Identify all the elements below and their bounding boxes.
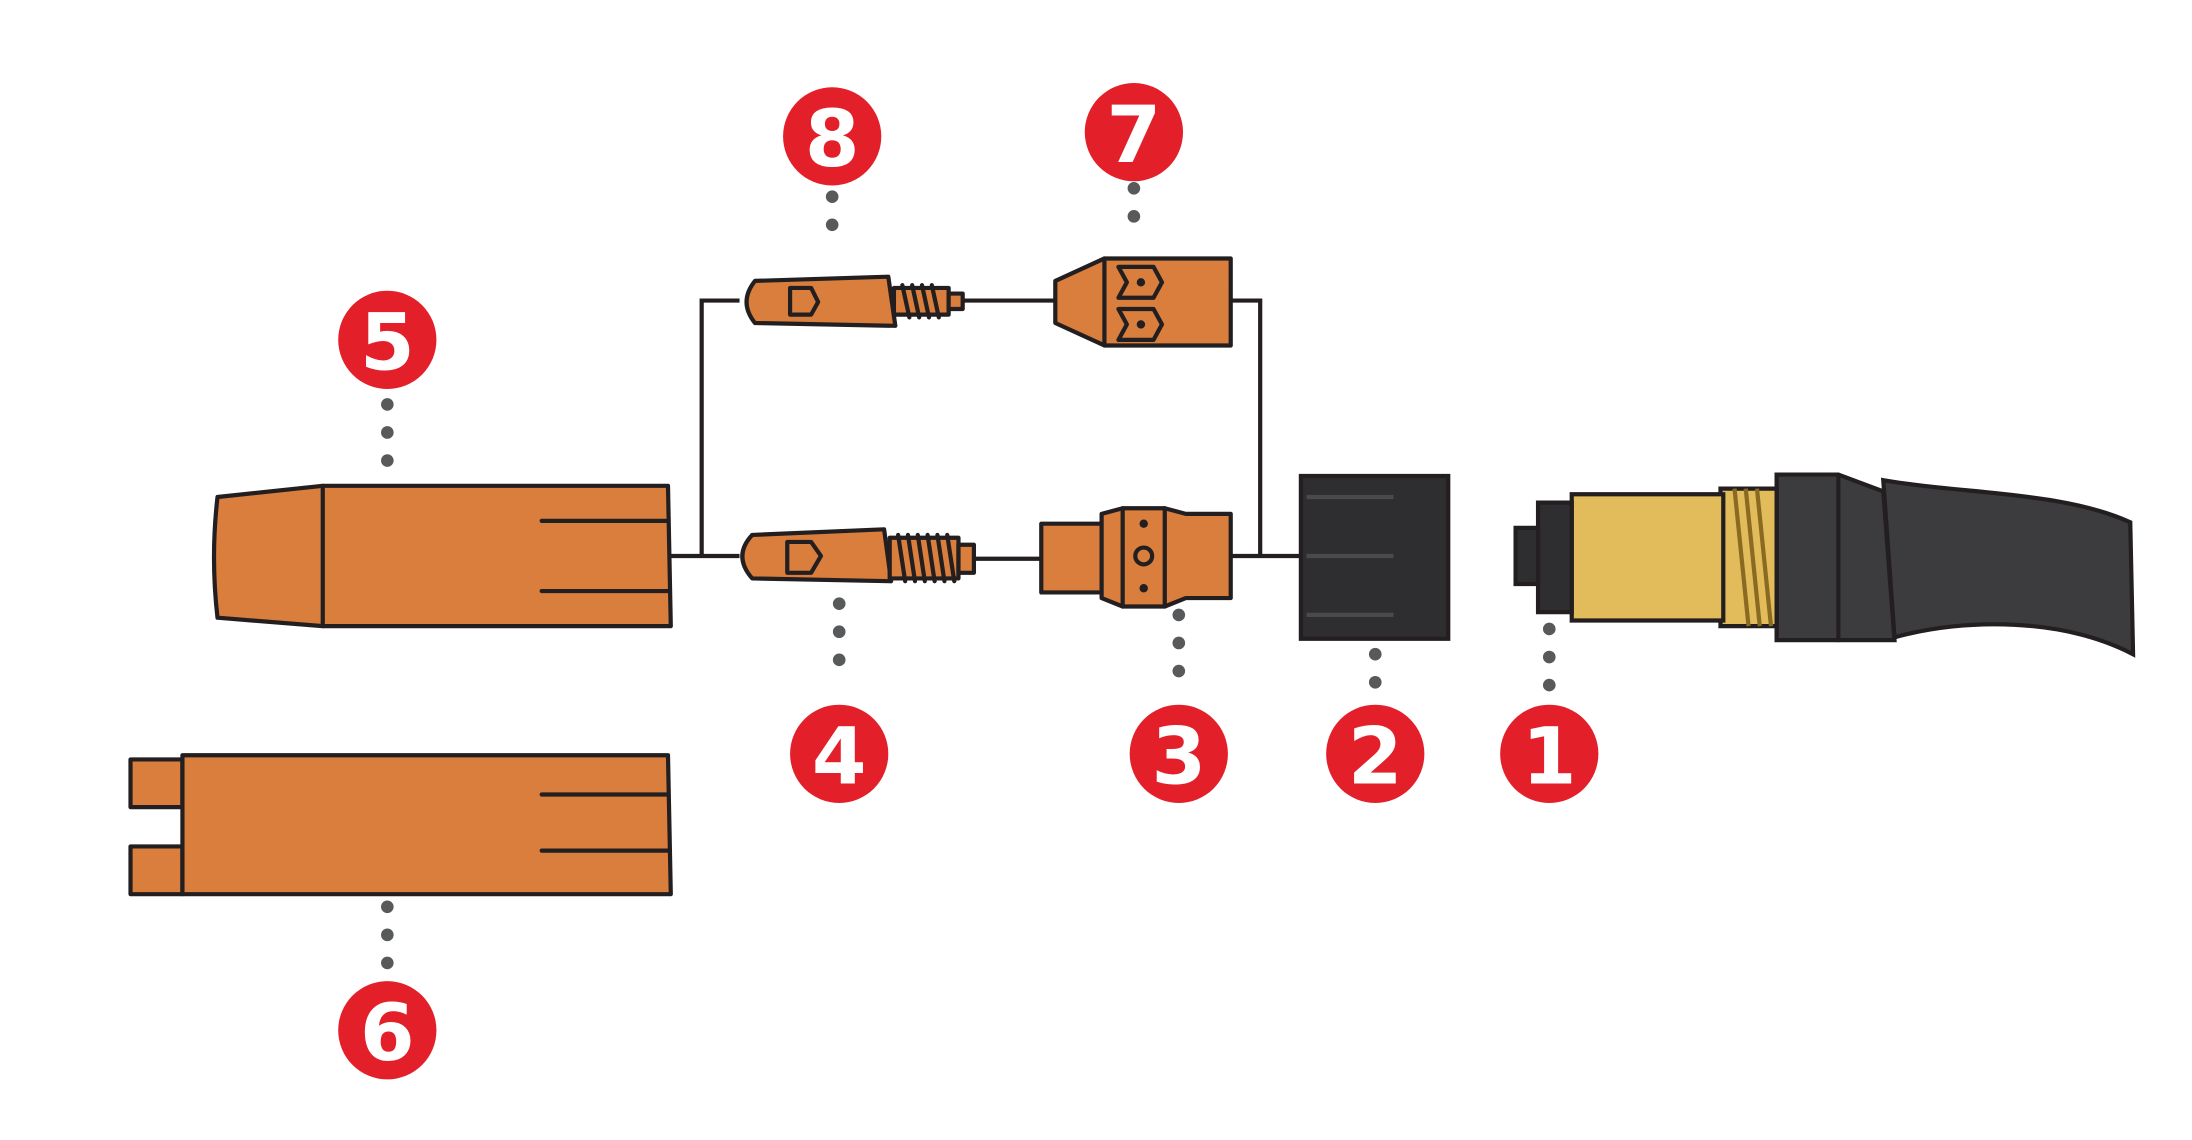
part-badge-label: 2 (1348, 711, 1403, 803)
part-badge-4: 4 (790, 704, 889, 803)
part-badge-8: 8 (783, 87, 882, 186)
contact-tip-short-icon (744, 274, 965, 328)
part-badge-3: 3 (1129, 704, 1228, 803)
part-badge-label: 3 (1151, 711, 1206, 803)
part-badge-6: 6 (338, 981, 437, 1080)
connector-lines (670, 298, 1300, 561)
part-badge-1: 1 (1500, 704, 1599, 803)
part-badge-2: 2 (1326, 704, 1425, 803)
part-badge-label: 6 (360, 987, 415, 1079)
part-badge-label: 8 (805, 93, 860, 185)
gas-diffuser-icon (1039, 506, 1233, 609)
conical-nozzle-icon (211, 483, 673, 629)
part-badge-label: 5 (360, 297, 415, 389)
part-badge-label: 1 (1522, 711, 1577, 803)
diffuser-alternate-icon (1053, 256, 1233, 348)
spot-welding-nozzle-icon (128, 753, 673, 897)
leader-lines (381, 181, 1556, 973)
part-badge-label: 7 (1107, 89, 1162, 181)
insulator-sleeve-icon (1298, 473, 1451, 641)
gun-neck-connector-icon (1513, 472, 2136, 658)
contact-tip-long-icon (740, 527, 977, 584)
part-badge-5: 5 (338, 290, 437, 389)
part-badge-label: 4 (812, 711, 867, 803)
part-badge-7: 7 (1084, 83, 1184, 182)
